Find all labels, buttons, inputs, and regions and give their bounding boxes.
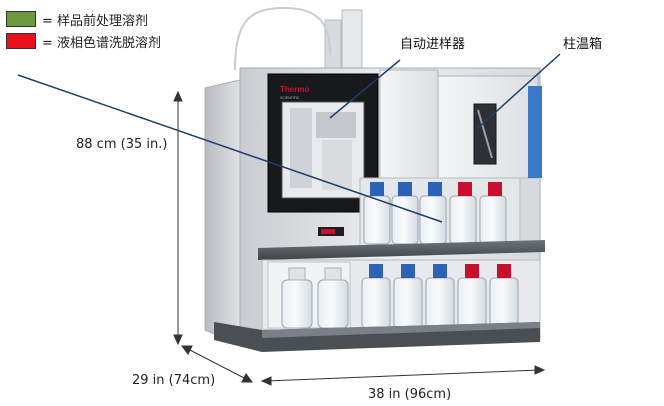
legend-item-sample-prep: = 样品前处理溶剂 [6,9,148,29]
lower-bottles [281,264,519,329]
callout-column-oven: 柱温箱 [563,37,603,52]
legend-swatch-red [6,33,36,49]
legend-item-lc-elution: = 液相色谱洗脱溶剂 [6,31,161,51]
dimension-width-label: 38 in (96cm) [368,387,452,402]
depth-arrow [185,347,249,381]
dimension-height-label: 88 cm (35 in.) [76,137,168,152]
dimension-depth-label: 29 in (74cm) [132,373,216,388]
pointer-line-sample-prep [17,74,443,223]
upper-bottles [363,182,507,245]
brand-text: Thermo [280,85,309,94]
width-arrow [265,369,541,382]
pointer-line-column-oven [477,53,561,129]
legend-label-lc-elution: = 液相色谱洗脱溶剂 [42,35,162,51]
callout-autosampler: 自动进样器 [400,37,466,52]
legend-label-sample-prep: = 样品前处理溶剂 [42,13,149,29]
pointer-line-autosampler [329,59,401,119]
legend-swatch-green [6,11,36,27]
brand-sub-text: SCIENTIFIC [280,96,300,100]
